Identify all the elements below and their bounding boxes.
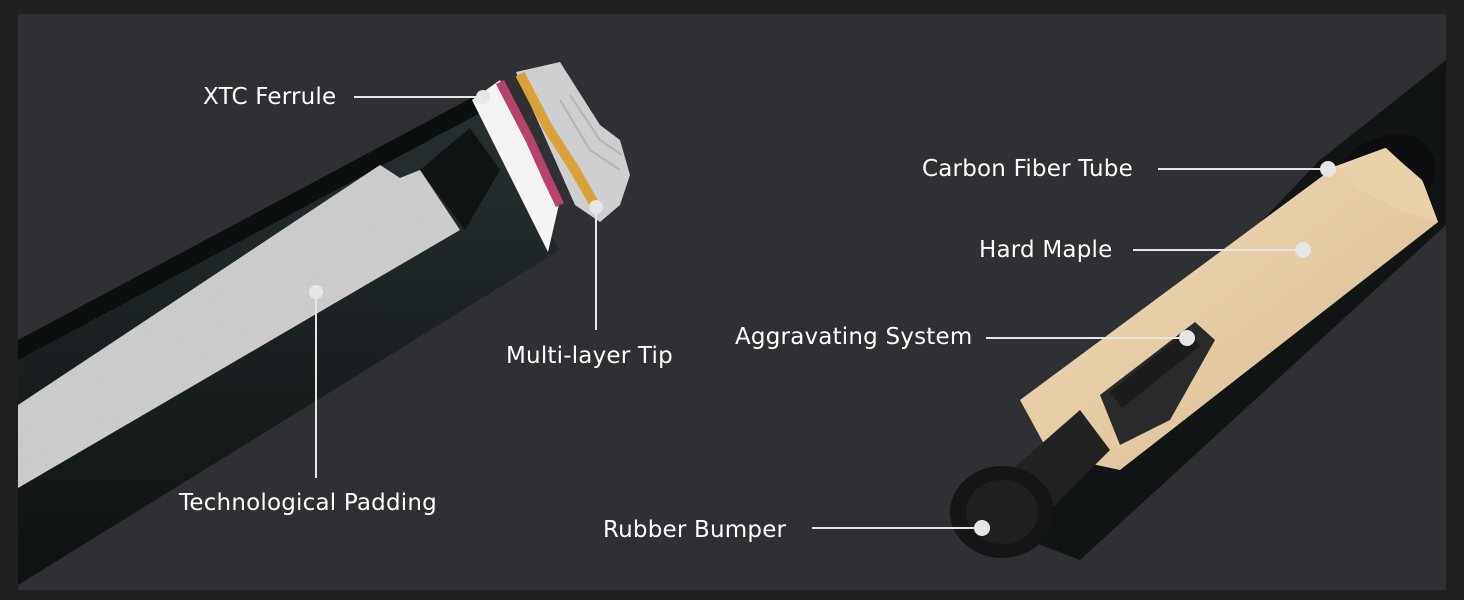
label-aggravating-system: Aggravating System (735, 324, 973, 350)
leader-dots (309, 90, 1336, 536)
shaft-cutaway (18, 96, 560, 585)
maple-cap (1338, 148, 1438, 222)
threaded-bolt (1110, 330, 1200, 408)
tip-top-layer (516, 62, 630, 222)
tip-layer-lines (559, 99, 621, 171)
tip-layer-red (496, 79, 565, 207)
dot-technological-padding (309, 285, 323, 299)
label-rubber-bumper: Rubber Bumper (603, 517, 787, 543)
label-multi-layer-tip: Multi-layer Tip (506, 343, 673, 369)
dot-aggravating-system (1179, 330, 1195, 346)
ferrule-and-tip (472, 62, 630, 252)
padding-grain (18, 165, 460, 488)
label-xtc-ferrule: XTC Ferrule (203, 84, 337, 110)
rubber-bumper-inner (966, 480, 1038, 544)
dot-xtc-ferrule (476, 90, 490, 104)
xtc-ferrule (472, 80, 560, 252)
dot-rubber-bumper (974, 520, 990, 536)
dot-carbon-fiber-tube (1320, 161, 1336, 177)
tip-layer-orange (515, 71, 600, 208)
dot-multi-layer-tip (589, 200, 603, 214)
shaft-rim (18, 96, 482, 360)
dot-hard-maple (1295, 242, 1311, 258)
label-hard-maple: Hard Maple (979, 237, 1113, 263)
leader-lines (315, 96, 1328, 529)
tip-layer-lines-2 (569, 94, 623, 156)
label-technological-padding: Technological Padding (179, 490, 437, 516)
shaft-bore (420, 128, 500, 230)
label-carbon-fiber-tube: Carbon Fiber Tube (922, 156, 1133, 182)
butt-cutaway (950, 60, 1446, 560)
